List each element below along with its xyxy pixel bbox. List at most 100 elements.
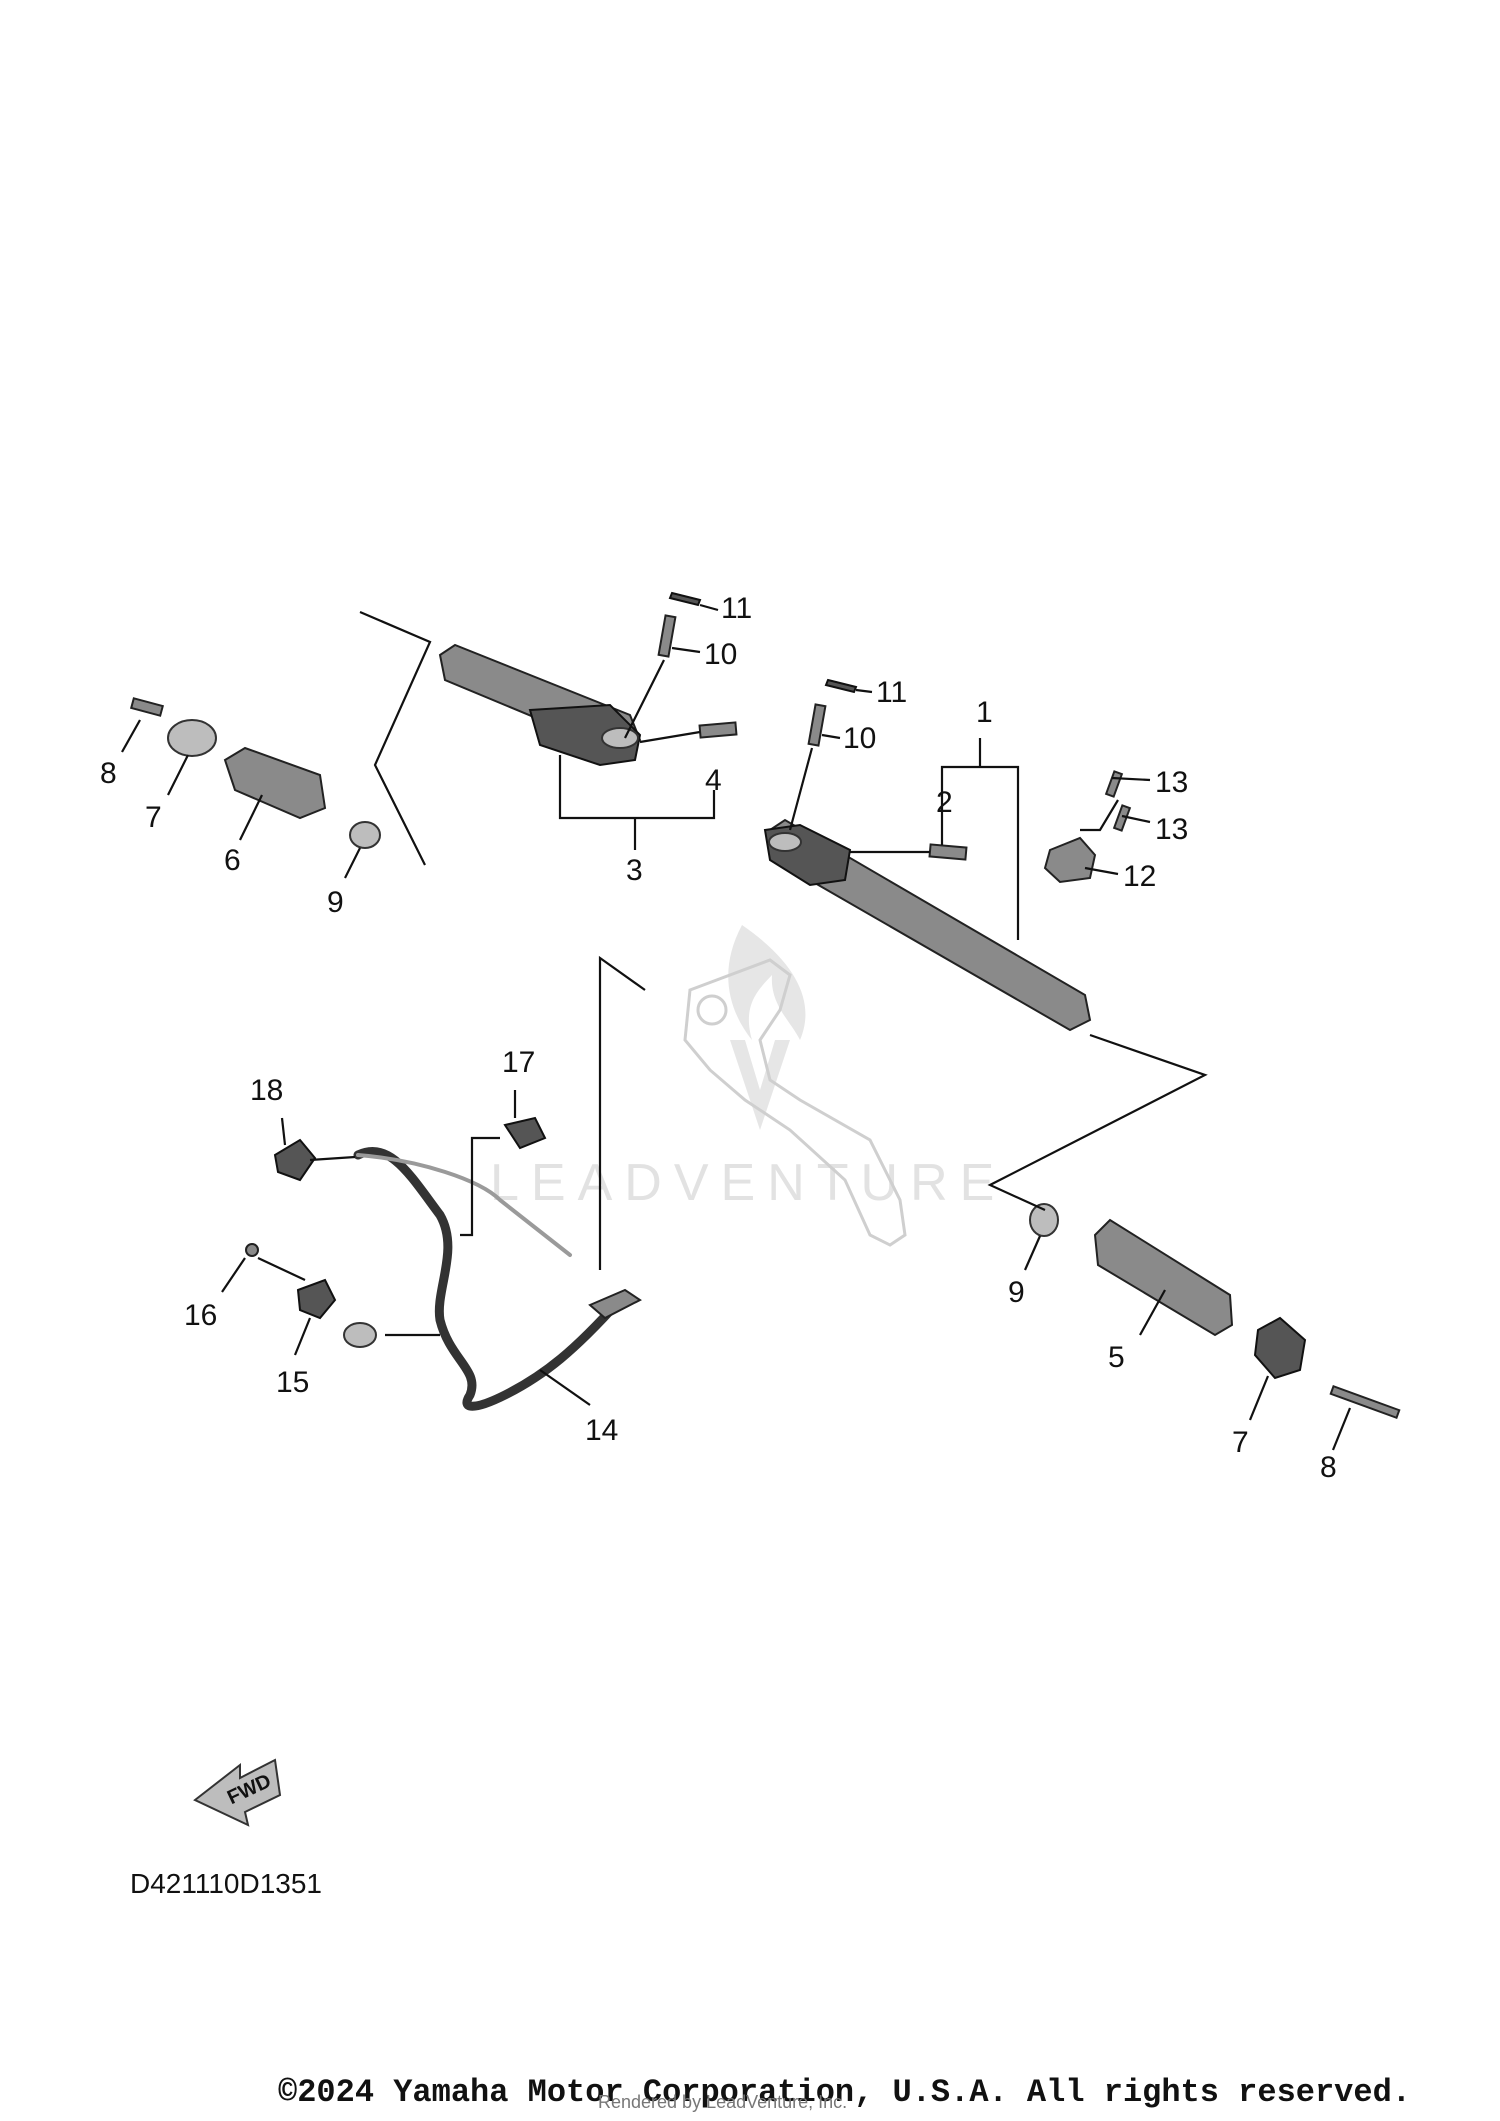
callout-9-left: 9 <box>327 886 344 919</box>
leader-16 <box>221 1257 246 1293</box>
callout-5: 5 <box>1108 1341 1125 1374</box>
callout-16: 16 <box>184 1299 217 1332</box>
watermark-v-icon <box>730 1040 790 1130</box>
leader-10-left <box>624 659 665 739</box>
bolt-8-right <box>1329 1384 1401 1420</box>
leader-lever-area <box>598 955 646 1270</box>
bolt-4 <box>698 721 738 739</box>
leader-7-left <box>167 754 189 796</box>
callout-10-left: 10 <box>704 638 737 671</box>
callout-12: 12 <box>1123 860 1156 893</box>
leader-right-bar-to-grip <box>987 1033 1208 1212</box>
bracket-15-loop <box>343 1322 377 1348</box>
clip-17 <box>503 1116 547 1150</box>
callout-7-left: 7 <box>145 801 162 834</box>
callout-11-left: 11 <box>721 592 752 625</box>
grip-5 <box>1093 1218 1234 1337</box>
callout-6: 6 <box>224 844 241 877</box>
fwd-arrow: FWD <box>193 1758 282 1827</box>
grip-end-7-right <box>1253 1316 1307 1380</box>
bolt-10-left <box>657 614 677 658</box>
cable-adjuster <box>588 1288 642 1320</box>
callout-14: 14 <box>585 1414 618 1447</box>
callout-labels: 1 2 3 4 5 6 7 7 8 8 9 9 10 10 11 11 12 1… <box>100 592 1337 1484</box>
leader-6 <box>239 794 263 841</box>
bracket-3 <box>558 755 716 820</box>
bracket-13 <box>1080 799 1119 832</box>
bracket-15 <box>296 1278 337 1320</box>
callout-9-right: 9 <box>1008 1276 1025 1309</box>
leader-16-to-bracket <box>257 1257 306 1281</box>
callout-8-right: 8 <box>1320 1451 1337 1484</box>
hardware <box>657 591 1132 884</box>
callout-8-left: 8 <box>100 757 117 790</box>
left-handlebar-clamp <box>528 703 642 767</box>
callout-13-upper: 13 <box>1155 766 1188 799</box>
clutch-cable-14 <box>353 1146 625 1411</box>
bolt-10-right <box>807 703 827 747</box>
right-grip-parts <box>1029 1203 1401 1420</box>
leader-10-left-label <box>671 646 701 654</box>
callout-15: 15 <box>276 1366 309 1399</box>
bolt-2 <box>928 843 968 861</box>
leader-8-left <box>121 719 141 753</box>
screw-16 <box>245 1243 259 1257</box>
leader-9-left <box>344 847 361 879</box>
clutch-cable-inner <box>356 1153 572 1257</box>
fwd-arrow-icon <box>193 1758 282 1827</box>
leader-10-right <box>788 747 814 831</box>
screw-13-lower <box>1112 804 1132 832</box>
ghost-lever-outline <box>683 958 907 1247</box>
leader-7-right <box>1248 1375 1270 1421</box>
leader-12 <box>1084 866 1119 876</box>
callout-17: 17 <box>502 1046 535 1079</box>
callout-2: 2 <box>936 786 953 819</box>
callout-13-lower: 13 <box>1155 813 1188 846</box>
switch-holder-12 <box>1043 836 1097 884</box>
reference-lever-ghost <box>683 958 907 1247</box>
leader-15 <box>293 1317 312 1356</box>
leader-18 <box>280 1117 287 1146</box>
weight-9-left <box>349 821 381 849</box>
clutch-cable-group <box>245 1116 642 1411</box>
screw-13-upper <box>1104 770 1124 798</box>
leader-8-right <box>1331 1407 1352 1451</box>
cable-guide-18 <box>273 1138 317 1182</box>
right-handlebar <box>763 818 1092 1032</box>
leader-14 <box>539 1369 591 1406</box>
left-clamp-bore <box>601 727 639 749</box>
watermark: LEADVENTURE <box>490 925 1006 1212</box>
copyright-notice: ©2024 Yamaha Motor Corporation, U.S.A. A… <box>278 2074 1411 2111</box>
leader-left-bar-to-grip <box>359 610 432 866</box>
left-grip-parts <box>129 697 381 849</box>
ghost-lever-pivot <box>696 994 728 1026</box>
grip-end-7-left <box>167 719 217 757</box>
leader-10-right-label <box>821 733 841 740</box>
bracket-17 <box>460 1136 500 1237</box>
leader-4 <box>639 730 701 744</box>
weight-9-right <box>1029 1203 1059 1237</box>
right-clamp-bore <box>768 832 802 852</box>
diagram-code: D421110D1351 <box>130 1868 323 1899</box>
leader-13-lower <box>1121 814 1151 824</box>
throttle-grip-6 <box>223 746 327 820</box>
rendered-by-credit: Rendered by LeadVenture, Inc. <box>598 2092 848 2112</box>
callout-11-right: 11 <box>876 676 907 709</box>
leader-11-left <box>699 603 719 612</box>
watermark-text: LEADVENTURE <box>490 1154 1006 1212</box>
pin-11-right <box>824 678 858 694</box>
callout-10-right: 10 <box>843 722 876 755</box>
callout-4: 4 <box>705 764 722 797</box>
leader-lines <box>121 603 1352 1451</box>
bolt-8-left <box>129 697 165 717</box>
leader-11-right <box>855 688 873 694</box>
callout-7-right: 7 <box>1232 1426 1249 1459</box>
callout-18: 18 <box>250 1074 283 1107</box>
watermark-flame-icon <box>728 925 806 1040</box>
callout-3: 3 <box>626 854 643 887</box>
leader-13-upper <box>1111 776 1151 782</box>
callout-1: 1 <box>976 696 993 729</box>
left-handlebar <box>438 643 642 767</box>
